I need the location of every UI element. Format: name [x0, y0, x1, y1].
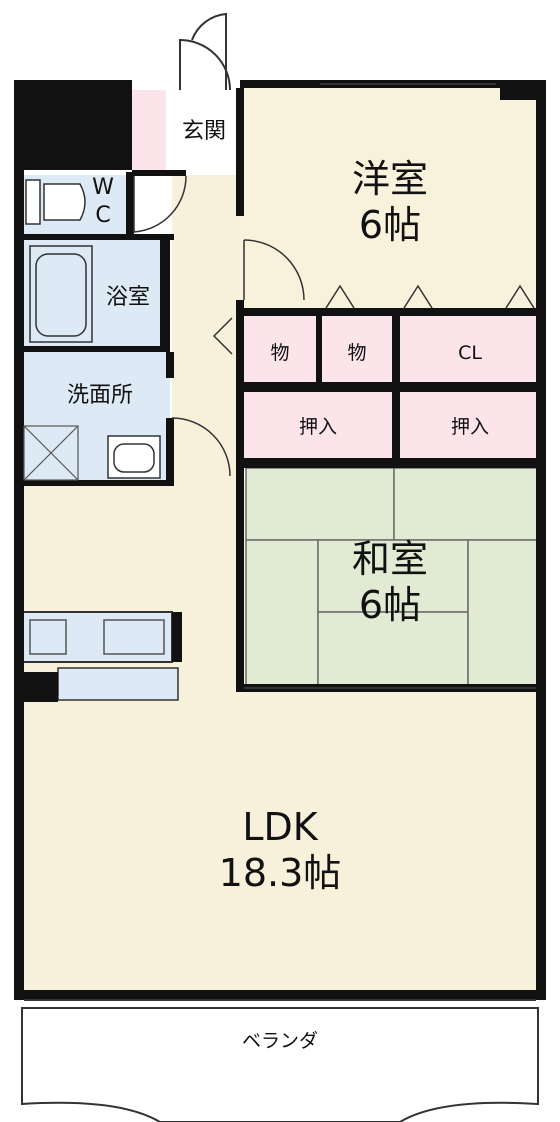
veranda-label: ベランダ: [241, 1030, 318, 1052]
entrance-step: [132, 90, 166, 175]
ldk-size: 18.3帖: [218, 851, 342, 895]
oshiire-2-floor: [400, 392, 540, 460]
wc-label-c: C: [95, 203, 111, 228]
oshiire-2-label: 押入: [450, 416, 489, 438]
western-room-size: 6帖: [358, 203, 422, 247]
kitchen-back-counter: [57, 667, 179, 701]
bathroom-label: 浴室: [105, 285, 150, 310]
entrance-door: [179, 12, 231, 91]
washroom-label: 洗面所: [66, 383, 133, 408]
oshiire-1-floor: [244, 392, 392, 460]
interior-doors: [133, 175, 305, 477]
corridor-floor: [172, 175, 240, 485]
storage-2-floor: [322, 316, 392, 382]
entrance-label: 玄関: [181, 119, 226, 144]
japanese-room-name: 和室: [351, 537, 428, 581]
kitchen-stove: [172, 612, 182, 662]
ldk-name: LDK: [242, 805, 318, 849]
veranda-floor: [21, 1007, 539, 1122]
western-room-name: 洋室: [351, 157, 428, 201]
washbasin-fixture: [107, 435, 161, 479]
kitchen-sink-2: [103, 619, 165, 655]
toilet-fixture: [25, 179, 86, 225]
oshiire-1-label: 押入: [298, 416, 337, 438]
western-room-floor: [240, 88, 540, 310]
washing-machine-space: [23, 425, 79, 481]
tatami-mats: [245, 467, 539, 689]
closet-door-marks: [325, 284, 535, 309]
wc-label-w: W: [92, 175, 114, 200]
kitchen-sink-1: [29, 619, 67, 655]
closet-label: CL: [458, 342, 482, 364]
japanese-room-size: 6帖: [358, 583, 422, 627]
storage-2-label: 物: [347, 342, 367, 364]
windows: [24, 83, 536, 1001]
storage-1-label: 物: [270, 342, 290, 364]
bathtub-fixture: [29, 245, 93, 343]
storage-1-floor: [244, 316, 316, 382]
closet-floor: [400, 316, 540, 382]
